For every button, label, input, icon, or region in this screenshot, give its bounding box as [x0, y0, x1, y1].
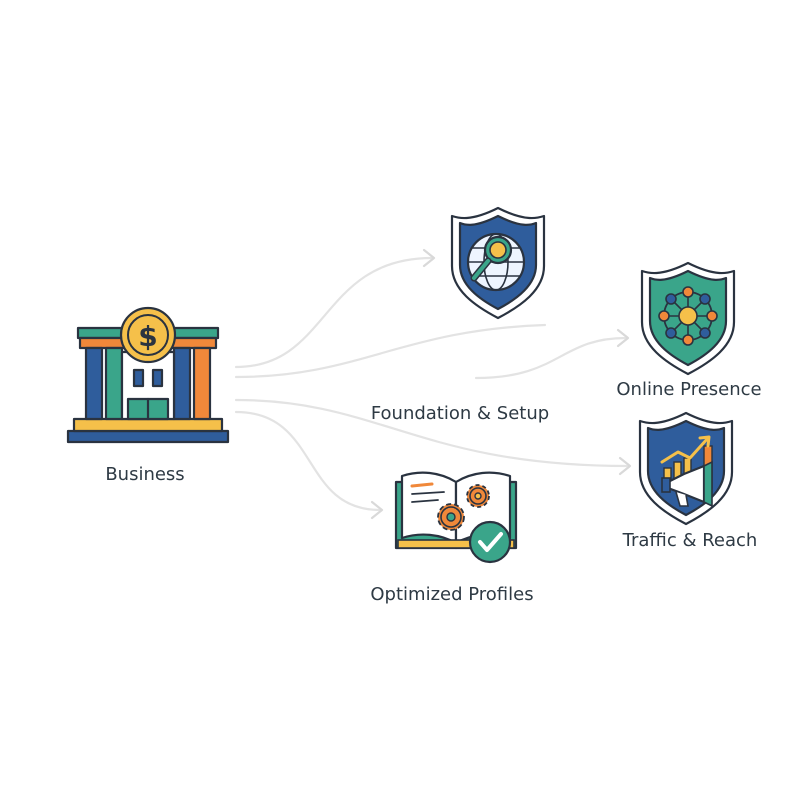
bank-building-dollar-icon: $	[66, 306, 230, 444]
arrowhead-online	[616, 328, 630, 348]
arrow-business-to-foundation	[234, 256, 434, 369]
gear-icon-large	[437, 503, 465, 531]
label-business: Business	[105, 464, 184, 485]
open-book-gears-check-icon	[394, 471, 518, 564]
shield-globe-search-icon	[450, 206, 546, 320]
arrow-business-to-online-upper	[234, 323, 547, 379]
label-online-presence: Online Presence	[616, 379, 761, 400]
shield-network-icon	[640, 261, 736, 376]
arrow-business-to-optimized	[234, 410, 382, 512]
label-traffic-reach: Traffic & Reach	[622, 530, 758, 551]
arrowhead-optimized	[370, 500, 384, 520]
svg-text:$: $	[138, 320, 157, 353]
label-optimized-profiles: Optimized Profiles	[370, 584, 533, 605]
arrowhead-foundation	[422, 248, 436, 268]
checkmark-icon	[468, 520, 512, 564]
arrow-business-to-traffic	[234, 398, 630, 468]
shield-megaphone-growth-icon	[638, 411, 734, 526]
arrowhead-traffic	[618, 456, 632, 476]
flow-arrows	[234, 248, 632, 520]
label-foundation-setup: Foundation & Setup	[371, 403, 549, 424]
gear-icon-small	[466, 484, 490, 508]
arrow-to-online	[474, 336, 628, 380]
